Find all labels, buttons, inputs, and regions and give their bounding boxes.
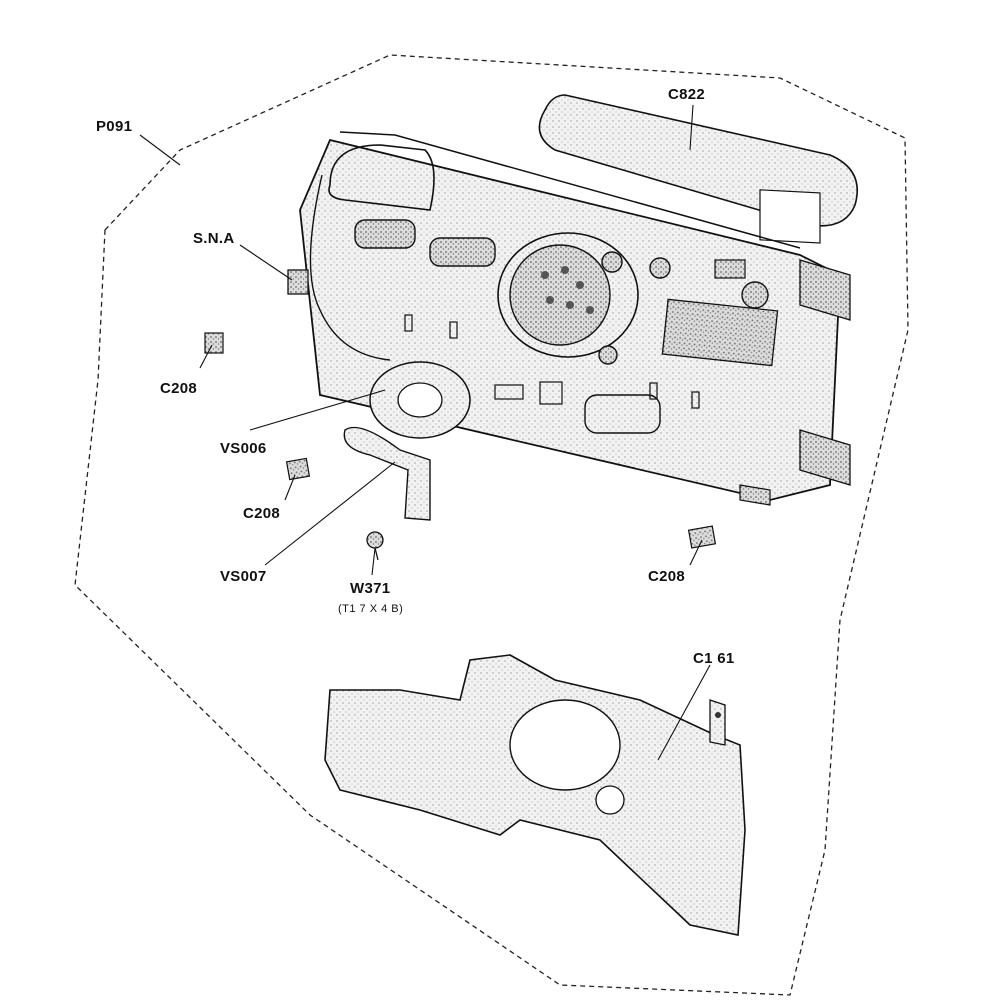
leader-p091 xyxy=(139,134,181,166)
label-c161: C1 61 xyxy=(693,650,735,667)
leader-c208-b xyxy=(284,474,296,501)
label-vs006: VS006 xyxy=(220,440,267,457)
label-vs007: VS007 xyxy=(220,568,267,585)
leader-lines xyxy=(139,104,711,761)
leader-vs006 xyxy=(249,389,386,431)
part-c208-pad-b xyxy=(285,457,311,481)
leader-w371 xyxy=(371,547,376,576)
label-p091: P091 xyxy=(96,118,133,135)
part-c208-pad-a xyxy=(204,332,224,354)
label-c208-a: C208 xyxy=(160,380,198,397)
leader-c161 xyxy=(657,664,711,761)
part-vs007-bracket xyxy=(343,426,431,521)
leader-c208-c xyxy=(689,539,703,566)
leader-vs007 xyxy=(264,461,396,566)
label-c208-c: C208 xyxy=(648,568,686,585)
label-w371-spec: (T1 7 X 4 B) xyxy=(338,603,404,615)
label-sna: S.N.A xyxy=(193,230,235,247)
label-c208-b: C208 xyxy=(243,505,281,522)
leader-sna xyxy=(239,244,293,281)
label-w371: W371 xyxy=(350,580,391,597)
part-c208-pad-c xyxy=(687,525,717,549)
part-w371-screw xyxy=(366,531,384,561)
assembly-boundary-dashed xyxy=(74,54,909,996)
part-vs006-ring xyxy=(369,361,471,439)
part-sna-clip xyxy=(287,269,309,295)
part-c161-plate xyxy=(324,654,746,936)
label-c822: C822 xyxy=(668,86,706,103)
leader-c822 xyxy=(689,104,694,151)
leader-c208-a xyxy=(199,344,213,369)
